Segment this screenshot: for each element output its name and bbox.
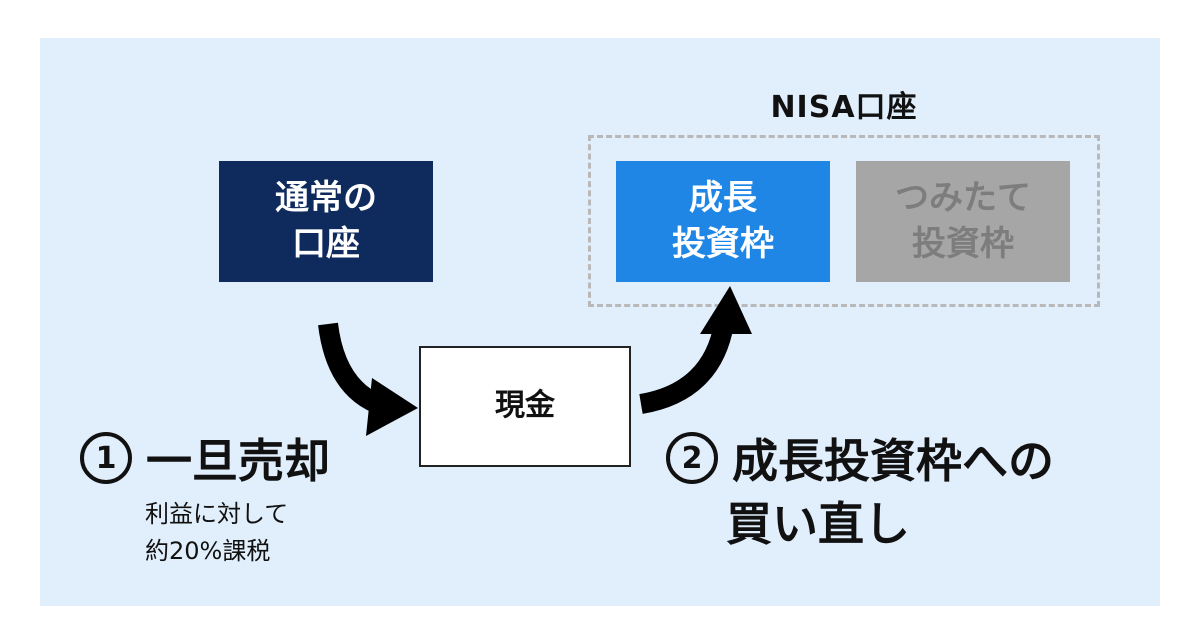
step2-number-badge: 2 xyxy=(666,432,718,484)
arrow-to-growth-head xyxy=(700,286,752,334)
arrow-to-cash-head xyxy=(366,378,418,436)
tsumitate-line2: 投資枠 xyxy=(912,223,1014,264)
nisa-account-frame xyxy=(588,135,1100,307)
step2-title-line1: 成長投資枠への xyxy=(732,434,1054,488)
tsumitate-investment-box: つみたて 投資枠 xyxy=(856,161,1070,282)
step2-heading: 2 成長投資枠への xyxy=(666,425,1054,491)
step1-title: 一旦売却 xyxy=(146,434,330,488)
growth-line1: 成長 xyxy=(689,177,757,218)
step1-note-line1: 利益に対して xyxy=(145,500,289,528)
nisa-account-label: NISA口座 xyxy=(770,90,918,125)
arrow-to-growth xyxy=(639,321,734,414)
normal-account-box: 通常の 口座 xyxy=(219,161,433,282)
step1-number-badge: 1 xyxy=(80,432,132,484)
step1-note-line2: 約20%課税 xyxy=(145,537,271,566)
growth-investment-box: 成長 投資枠 xyxy=(616,161,830,282)
growth-line2: 投資枠 xyxy=(672,223,774,264)
step1-heading: 1 一旦売却 xyxy=(80,425,330,491)
cash-box: 現金 xyxy=(419,346,631,467)
background-panel xyxy=(40,38,1160,606)
normal-account-line1: 通常の xyxy=(275,177,377,218)
cash-label: 現金 xyxy=(495,388,555,424)
normal-account-line2: 口座 xyxy=(292,223,360,264)
tsumitate-line1: つみたて xyxy=(895,177,1031,218)
step2-title-line2: 買い直し xyxy=(726,497,910,551)
step1-note: 利益に対して 約20%課税 xyxy=(145,496,288,570)
